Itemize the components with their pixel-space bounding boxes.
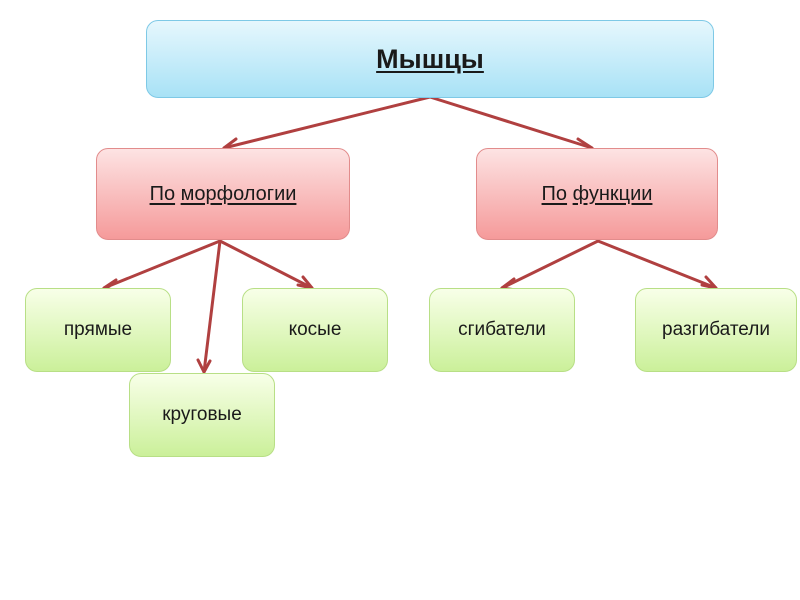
root-node-label: Мышцы [376, 43, 484, 74]
leaf-flexors-label: сгибатели [458, 319, 546, 340]
category-function-word2: функции [572, 182, 653, 205]
leaf-node-flexors: сгибатели [429, 288, 575, 372]
category-node-function: По функции [476, 148, 718, 240]
leaf-extensors-label: разгибатели [662, 319, 770, 340]
arrow-function-to-flexors [500, 239, 600, 292]
leaf-node-extensors: разгибатели [635, 288, 797, 372]
leaf-straight-label: прямые [63, 319, 133, 340]
arrow-function-to-extensors [596, 239, 718, 290]
leaf-node-circular: круговые [129, 373, 275, 457]
leaf-circular-label: круговые [162, 404, 242, 425]
category-morphology-word1: По [149, 182, 176, 205]
category-function-word1: По [541, 182, 568, 205]
arrow-morphology-to-circular [196, 239, 222, 374]
leaf-node-straight: прямые [25, 288, 171, 372]
arrow-morphology-to-straight [102, 239, 222, 293]
category-node-morphology: По морфологии [96, 148, 350, 240]
category-morphology-word2: морфологии [180, 182, 297, 205]
leaf-oblique-label: косые [288, 319, 342, 340]
leaf-node-oblique: косые [242, 288, 388, 372]
arrow-morphology-to-oblique [218, 239, 314, 290]
arrow-root-to-morphology [222, 95, 432, 154]
root-node-muscles: Мышцы [146, 20, 714, 98]
arrow-root-to-function [428, 95, 594, 155]
